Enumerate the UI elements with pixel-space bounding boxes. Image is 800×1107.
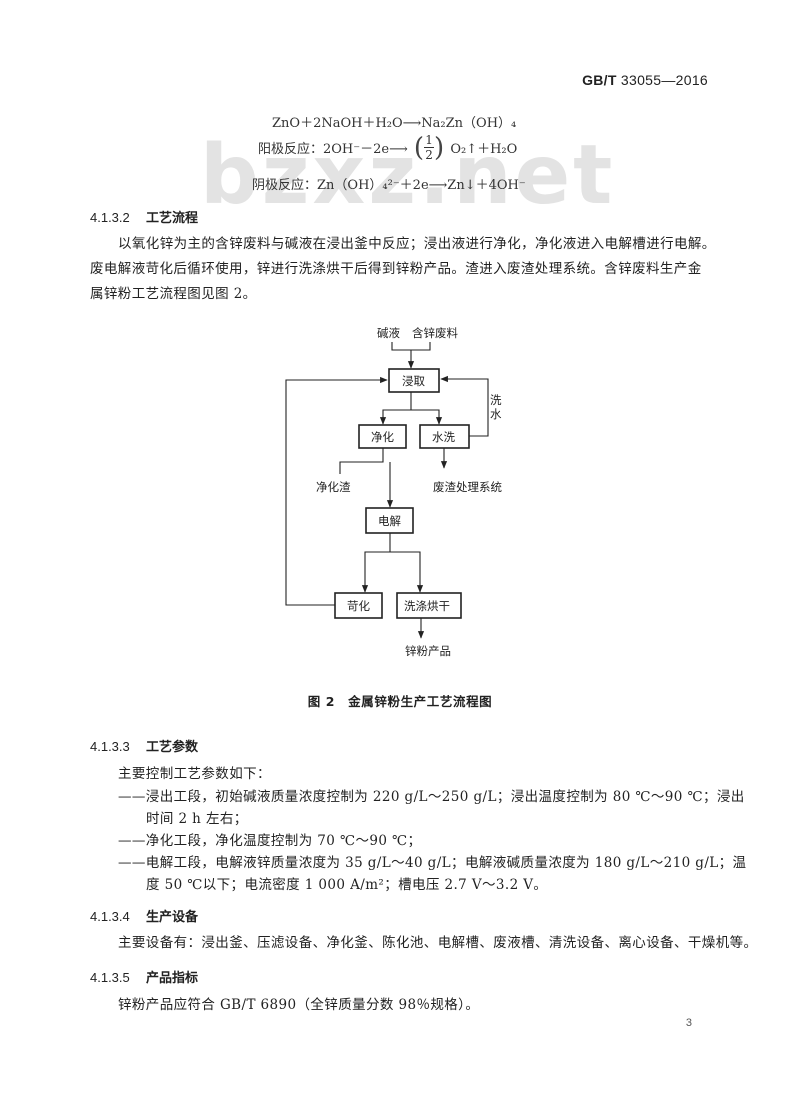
flow-line-inputs [391,342,431,351]
params-intro: 主要控制工艺参数如下： [118,766,271,782]
equation-2-right: O₂↑＋H₂O [450,142,518,157]
flow-box-electrolysis [365,507,414,534]
flow-arrow-to-causticization [361,533,391,593]
flow-label-leaching: 浸取 [402,374,425,388]
flow-label-purification: 净化 [371,430,394,444]
flow-arrow-to-wash-dry [390,551,424,593]
equation-cathode: 阴极反应：Zn（OH）₄²⁻＋2e⟶Zn↓＋4OH⁻ [252,174,526,193]
flow-label-wash-water-2: 水 [490,407,502,421]
fraction-numerator: 1 [425,133,433,147]
section-heading-4134: 4.1.3.4 生产设备 [90,906,198,925]
fraction-denominator: 2 [425,148,433,162]
section-number: 4.1.3.2 [90,210,130,225]
flow-label-waste-residue-system: 废渣处理系统 [433,480,502,494]
param-purification: ——净化工段，净化温度控制为 70 ℃～90 ℃； [118,833,422,849]
equation-1-text: ZnO＋2NaOH＋H₂O⟶Na₂Zn（OH）₄ [272,116,517,131]
section-title: 生产设备 [146,910,199,925]
standard-number: 33055—2016 [620,72,708,88]
flow-label-causticization: 苛化 [347,599,370,613]
section-heading-4135: 4.1.3.5 产品指标 [90,967,198,986]
equation-zno-naoh: ZnO＋2NaOH＋H₂O⟶Na₂Zn（OH）₄ [272,112,516,131]
flow-arrow-electrolyte-recycle [285,376,388,606]
section-title: 产品指标 [146,971,199,986]
section-number: 4.1.3.5 [90,970,130,985]
param-leaching-line1: ——浸出工段，初始碱液质量浓度控制为 220 g/L～250 g/L；浸出温度控… [118,789,745,805]
flow-label-purification-residue: 净化渣 [316,480,351,494]
flow-box-causticization [334,592,383,619]
page-number: 3 [685,1017,692,1029]
flow-label-zinc-waste: 含锌废料 [412,326,458,340]
flow-arrow-to-water-wash [411,409,443,425]
paragraph-line: 属锌粉工艺流程图见图 2。 [90,286,257,302]
paragraph-line: 以氧化锌为主的含锌废料与碱液在浸出釜中反应；浸出液进行净化，净化液进入电解槽进行… [118,236,716,252]
flow-label-wash-water-1: 洗 [490,393,502,407]
flow-box-leaching [388,368,440,393]
equipment-paragraph: 主要设备有：浸出釜、压滤设备、净化釜、陈化池、电解槽、废液槽、清洗设备、离心设备… [118,935,758,951]
section-number: 4.1.3.4 [90,909,130,924]
flow-arrow-wash-water-recycle [440,375,489,437]
product-spec-paragraph: 锌粉产品应符合 GB/T 6890（全锌质量分数 98％规格）。 [118,997,480,1013]
flow-box-wash-dry [396,592,462,619]
flow-label-wash-dry: 洗涤烘干 [404,599,450,613]
paragraph-line: 废电解液苛化后循环使用，锌进行洗涤烘干后得到锌粉产品。渣进入废渣处理系统。含锌废… [90,261,702,277]
param-electrolysis-line2: 度 50 ℃以下；电流密度 1 000 A/m²；槽电压 2.7 V～3.2 V… [146,877,548,893]
param-leaching-line2: 时间 2 h 左右； [146,811,248,827]
section-heading-4133: 4.1.3.3 工艺参数 [90,736,198,755]
figure-caption: 图 2 金属锌粉生产工艺流程图 [307,694,493,709]
section-heading-4132: 4.1.3.2 工艺流程 [90,207,198,226]
flow-label-zinc-product: 锌粉产品 [405,644,451,658]
flow-line-to-purification-residue [339,448,384,474]
flow-label-alkali: 碱液 [377,326,400,340]
flow-label-water-wash: 水洗 [432,430,455,444]
section-title: 工艺流程 [146,211,199,226]
flow-arrow-to-purification [379,392,412,425]
section-title: 工艺参数 [146,740,199,755]
standard-header: GB/T 33055—2016 [582,72,708,88]
equation-2-left: 阳极反应：2OH⁻－2e⟶ [258,142,408,157]
watermark: bzxz.net [200,128,616,223]
section-number: 4.1.3.3 [90,739,130,754]
standard-prefix: GB/T [582,72,617,88]
param-electrolysis-line1: ——电解工段，电解液锌质量浓度为 35 g/L～40 g/L；电解液碱质量浓度为… [118,855,747,871]
flow-label-electrolysis: 电解 [378,514,401,528]
equation-3-text: 阴极反应：Zn（OH）₄²⁻＋2e⟶Zn↓＋4OH⁻ [252,178,526,193]
